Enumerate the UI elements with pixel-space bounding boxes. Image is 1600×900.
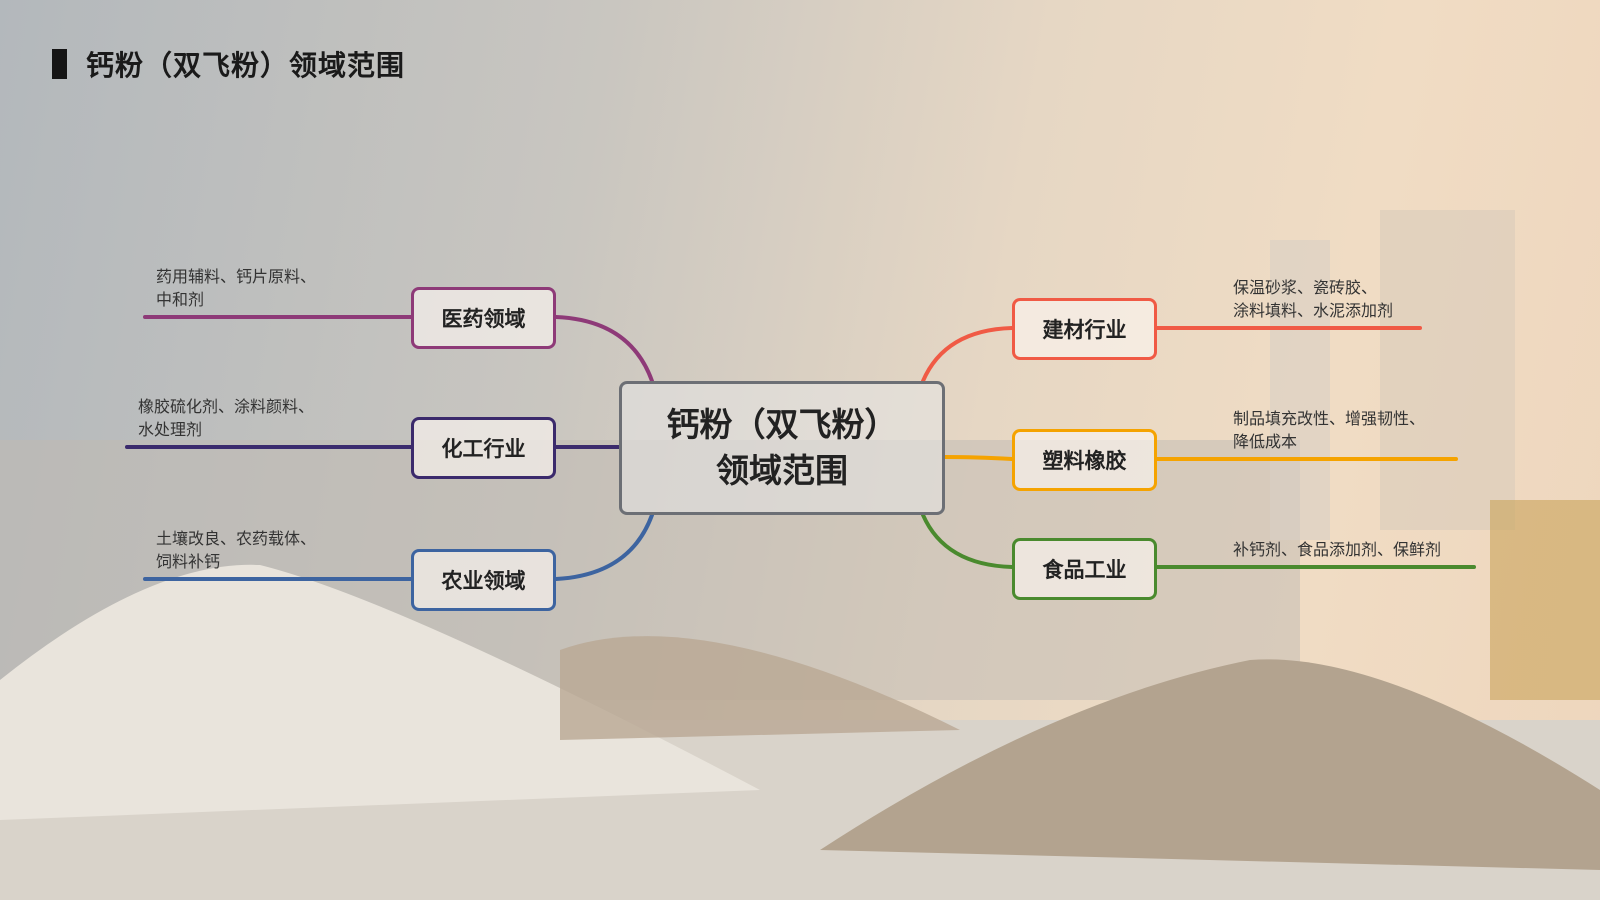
branch-desc-medicine: 药用辅料、钙片原料、中和剂 [156, 265, 316, 311]
silo-tower [1380, 210, 1515, 530]
desc-line: 中和剂 [156, 290, 205, 309]
central-topic-line1: 钙粉（双飞粉） [666, 405, 898, 444]
desc-line: 药用辅料、钙片原料、 [156, 267, 317, 286]
branch-node-food: 食品工业 [1012, 538, 1157, 600]
desc-line: 水处理剂 [138, 420, 203, 439]
branch-desc-agriculture: 土壤改良、农药载体、饲料补钙 [156, 527, 316, 573]
central-topic: 钙粉（双飞粉） 领域范围 [619, 381, 945, 515]
branch-desc-building-materials: 保温砂浆、瓷砖胶、涂料填料、水泥添加剂 [1233, 276, 1393, 322]
desc-line: 橡胶硫化剂、涂料颜料、 [138, 397, 315, 416]
branch-node-chemical: 化工行业 [411, 417, 556, 479]
desc-line: 饲料补钙 [156, 552, 221, 571]
desc-line: 降低成本 [1233, 432, 1298, 451]
connectors [125, 315, 1476, 581]
desc-line: 补钙剂、食品添加剂、保鲜剂 [1233, 540, 1442, 559]
desc-line: 涂料填料、水泥添加剂 [1233, 301, 1394, 320]
dirt-pile [560, 636, 960, 740]
loader-vehicle [1490, 500, 1600, 700]
branch-node-medicine: 医药领域 [411, 287, 556, 349]
branch-desc-food: 补钙剂、食品添加剂、保鲜剂 [1233, 538, 1441, 561]
white-powder-pile [0, 564, 760, 820]
dirt-pile [820, 659, 1600, 870]
branch-node-agriculture: 农业领域 [411, 549, 556, 611]
desc-line: 制品填充改性、增强韧性、 [1233, 409, 1426, 428]
desc-line: 土壤改良、农药载体、 [156, 529, 317, 548]
branch-desc-chemical: 橡胶硫化剂、涂料颜料、水处理剂 [138, 395, 314, 441]
page-title: 钙粉（双飞粉）领域范围 [86, 49, 406, 82]
branch-desc-plastics-rubber: 制品填充改性、增强韧性、降低成本 [1233, 407, 1425, 453]
desc-line: 保温砂浆、瓷砖胶、 [1233, 278, 1378, 297]
branch-node-building-materials: 建材行业 [1012, 298, 1157, 360]
branch-node-plastics-rubber: 塑料橡胶 [1012, 429, 1157, 491]
title-accent-bar [52, 49, 67, 79]
silo-tower [1270, 240, 1330, 540]
central-topic-line2: 领域范围 [716, 451, 848, 490]
